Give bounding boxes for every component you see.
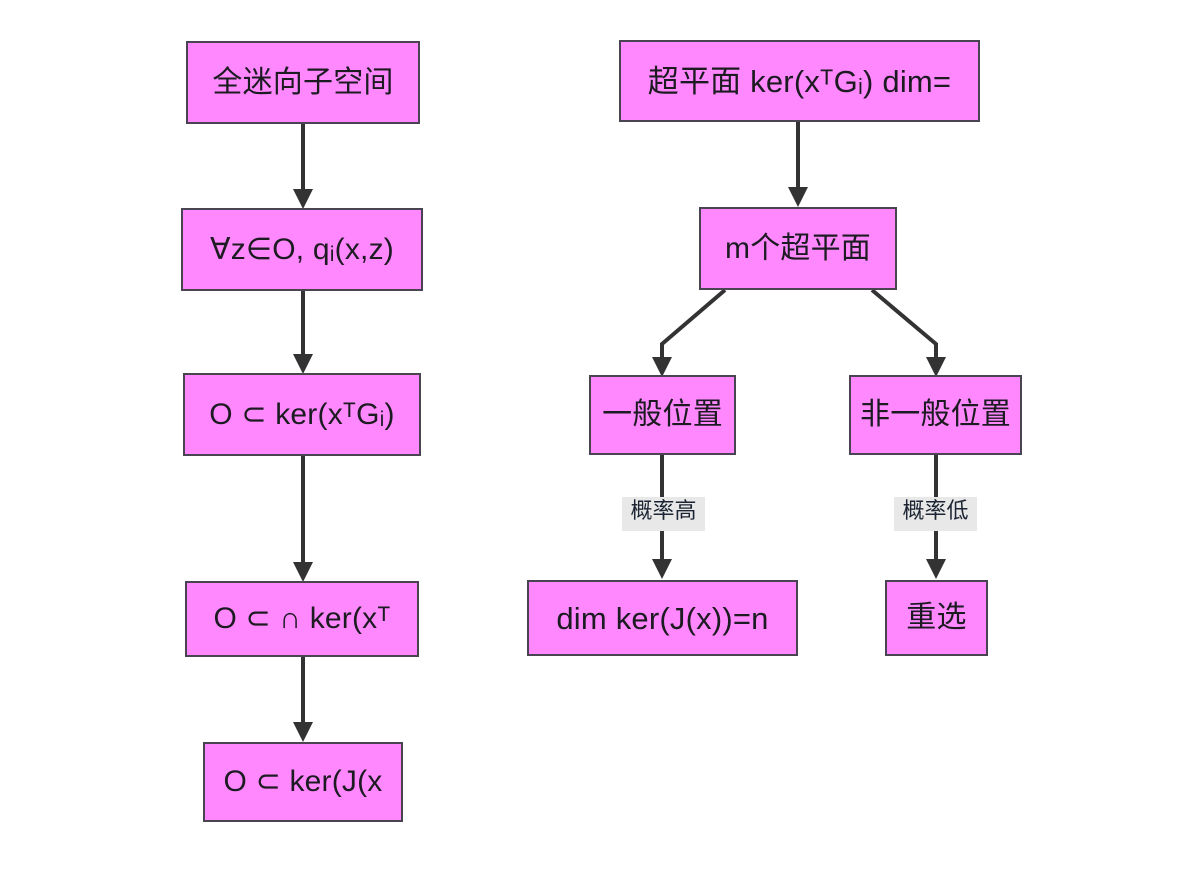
node-label: 重选: [906, 601, 967, 634]
node-fei-yi-ban-wei-zhi[interactable]: 非一般位置: [849, 375, 1022, 455]
edge-R2-R3: [652, 288, 727, 377]
node-dim-ker-Jx-equals-n[interactable]: dim ker(J(x))=n: [527, 580, 798, 656]
node-label: ∀z∈O, qᵢ(x,z): [210, 232, 394, 266]
edge-L1-L2: [293, 122, 313, 209]
node-O-subset-cap-ker-xT[interactable]: O ⊂ ∩ ker(xᵀ: [185, 581, 419, 657]
node-chong-xuan[interactable]: 重选: [885, 580, 988, 656]
node-label: m个超平面: [725, 231, 871, 265]
edge-R2-R4: [870, 288, 946, 377]
node-hyperplane-ker-xTGi-dim[interactable]: 超平面 ker(xᵀGᵢ) dim=: [619, 40, 980, 122]
node-label: 超平面 ker(xᵀGᵢ) dim=: [647, 63, 952, 99]
node-label: O ⊂ ∩ ker(xᵀ: [213, 602, 391, 635]
node-O-subset-ker-xTGi[interactable]: O ⊂ ker(xᵀGᵢ): [183, 373, 421, 456]
node-m-ge-chao-ping-mian[interactable]: m个超平面: [699, 207, 897, 290]
edge-L3-L4: [293, 455, 313, 582]
node-label: 非一般位置: [860, 398, 1011, 431]
node-O-subset-ker-Jx[interactable]: O ⊂ ker(J(x: [203, 742, 403, 822]
edge-L4-L5: [293, 656, 313, 742]
edge-L2-L3: [293, 291, 313, 374]
node-yi-ban-wei-zhi[interactable]: 一般位置: [589, 375, 736, 455]
node-label: 一般位置: [602, 398, 723, 431]
edge-label-gai-lv-gao: 概率高: [622, 497, 705, 531]
node-label: O ⊂ ker(J(x: [223, 765, 383, 798]
node-label: O ⊂ ker(xᵀGᵢ): [209, 397, 395, 431]
node-label: dim ker(J(x))=n: [556, 600, 769, 636]
node-label: 全迷向子空间: [212, 65, 394, 99]
node-forall-z-in-O[interactable]: ∀z∈O, qᵢ(x,z): [181, 208, 423, 291]
node-quan-mi-xiang-zi-kong-jian[interactable]: 全迷向子空间: [186, 41, 420, 124]
edge-R1-R2: [788, 121, 808, 207]
edge-label-gai-lv-di: 概率低: [894, 497, 977, 531]
